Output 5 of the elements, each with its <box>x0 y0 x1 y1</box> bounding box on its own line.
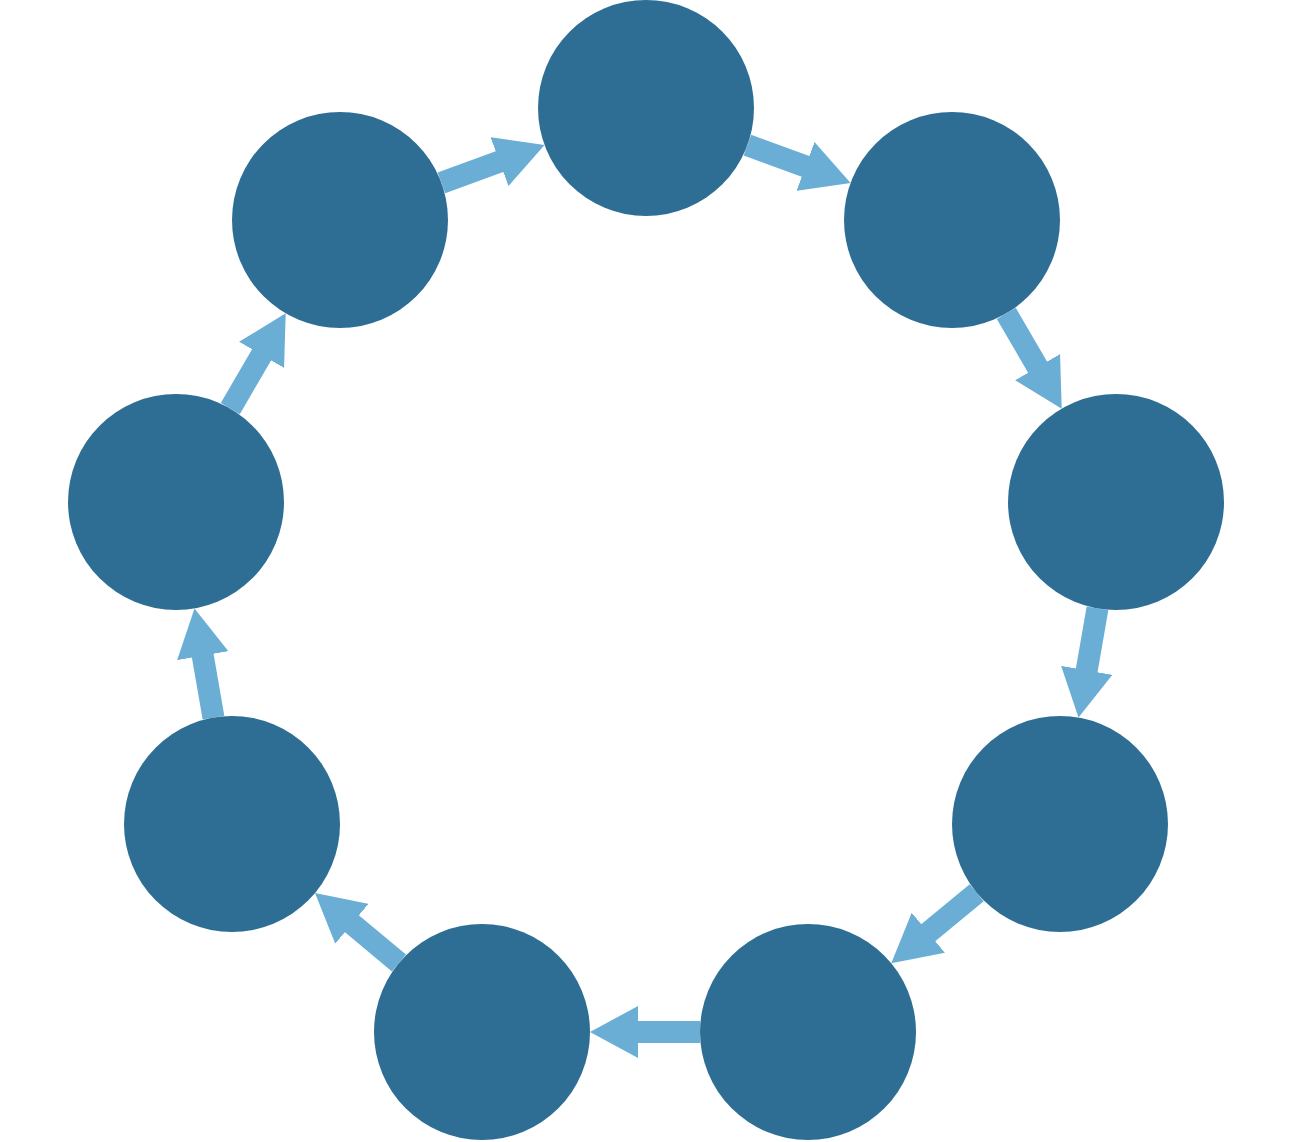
arrow <box>437 134 549 194</box>
arrow <box>590 1006 700 1058</box>
arrow <box>743 134 855 194</box>
arrow <box>177 606 229 720</box>
arrow <box>1061 606 1113 720</box>
